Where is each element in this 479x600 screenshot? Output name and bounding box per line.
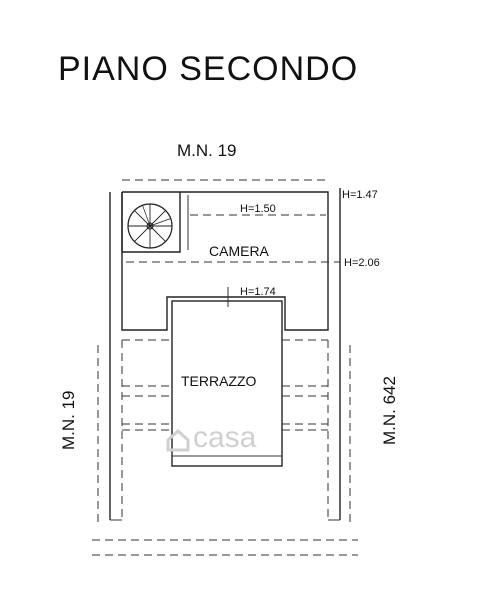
camera-label: CAMERA bbox=[209, 243, 270, 259]
casa-logo-icon: casa bbox=[166, 421, 257, 454]
right-neighbor-label: M.N. 642 bbox=[380, 376, 399, 445]
terrace-outline bbox=[171, 300, 283, 467]
height-label-outer-top: H=1.47 bbox=[342, 189, 378, 201]
stair-enclosure bbox=[121, 192, 181, 253]
terrace-label: TERRAZZO bbox=[181, 373, 257, 389]
plan-title: PIANO SECONDO bbox=[58, 50, 358, 88]
top-neighbor-label: M.N. 19 bbox=[177, 141, 237, 160]
height-label-inner: H=1.50 bbox=[240, 203, 276, 215]
height-label-mid: H=2.06 bbox=[344, 257, 380, 269]
spiral-staircase-icon bbox=[127, 203, 173, 249]
camera-room-outline bbox=[121, 191, 329, 331]
watermark-text: casa bbox=[193, 421, 257, 454]
height-label-terrace: H=1.74 bbox=[240, 286, 276, 298]
left-neighbor-label: M.N. 19 bbox=[59, 390, 78, 450]
